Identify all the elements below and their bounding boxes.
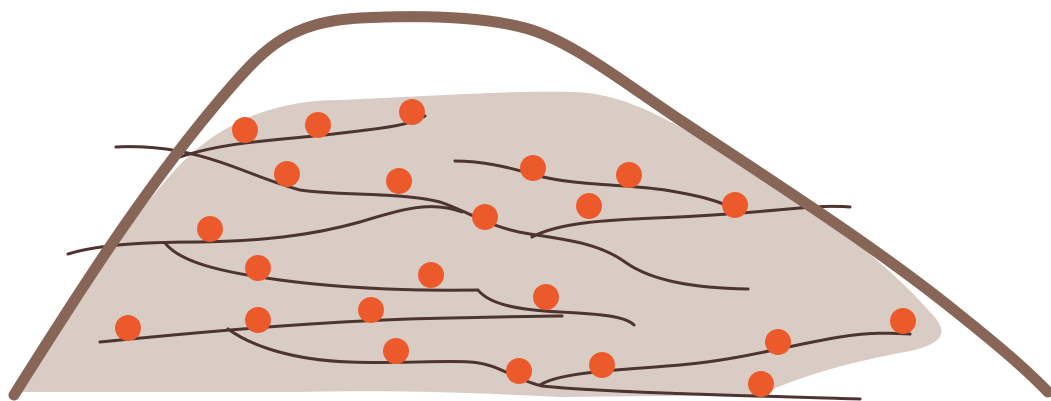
orange-dot: [386, 168, 412, 194]
orange-dot: [232, 117, 258, 143]
orange-dot: [506, 358, 532, 384]
orange-dot: [589, 352, 615, 378]
orange-dot: [472, 204, 498, 230]
orange-dot: [748, 371, 774, 397]
beige-blob-shape: [18, 92, 941, 397]
orange-dot: [418, 262, 444, 288]
orange-dot: [616, 162, 642, 188]
orange-dot: [245, 255, 271, 281]
orange-dot: [765, 329, 791, 355]
orange-dot: [274, 161, 300, 187]
orange-dot: [520, 155, 546, 181]
orange-dot: [722, 192, 748, 218]
orange-dot: [576, 193, 602, 219]
orange-dot: [383, 338, 409, 364]
orange-dot: [890, 308, 916, 334]
orange-dot: [115, 315, 141, 341]
orange-dot: [533, 284, 559, 310]
orange-dot: [305, 112, 331, 138]
orange-dot: [245, 307, 271, 333]
orange-dot: [358, 297, 384, 323]
orange-dot: [197, 216, 223, 242]
orange-dot: [399, 99, 425, 125]
